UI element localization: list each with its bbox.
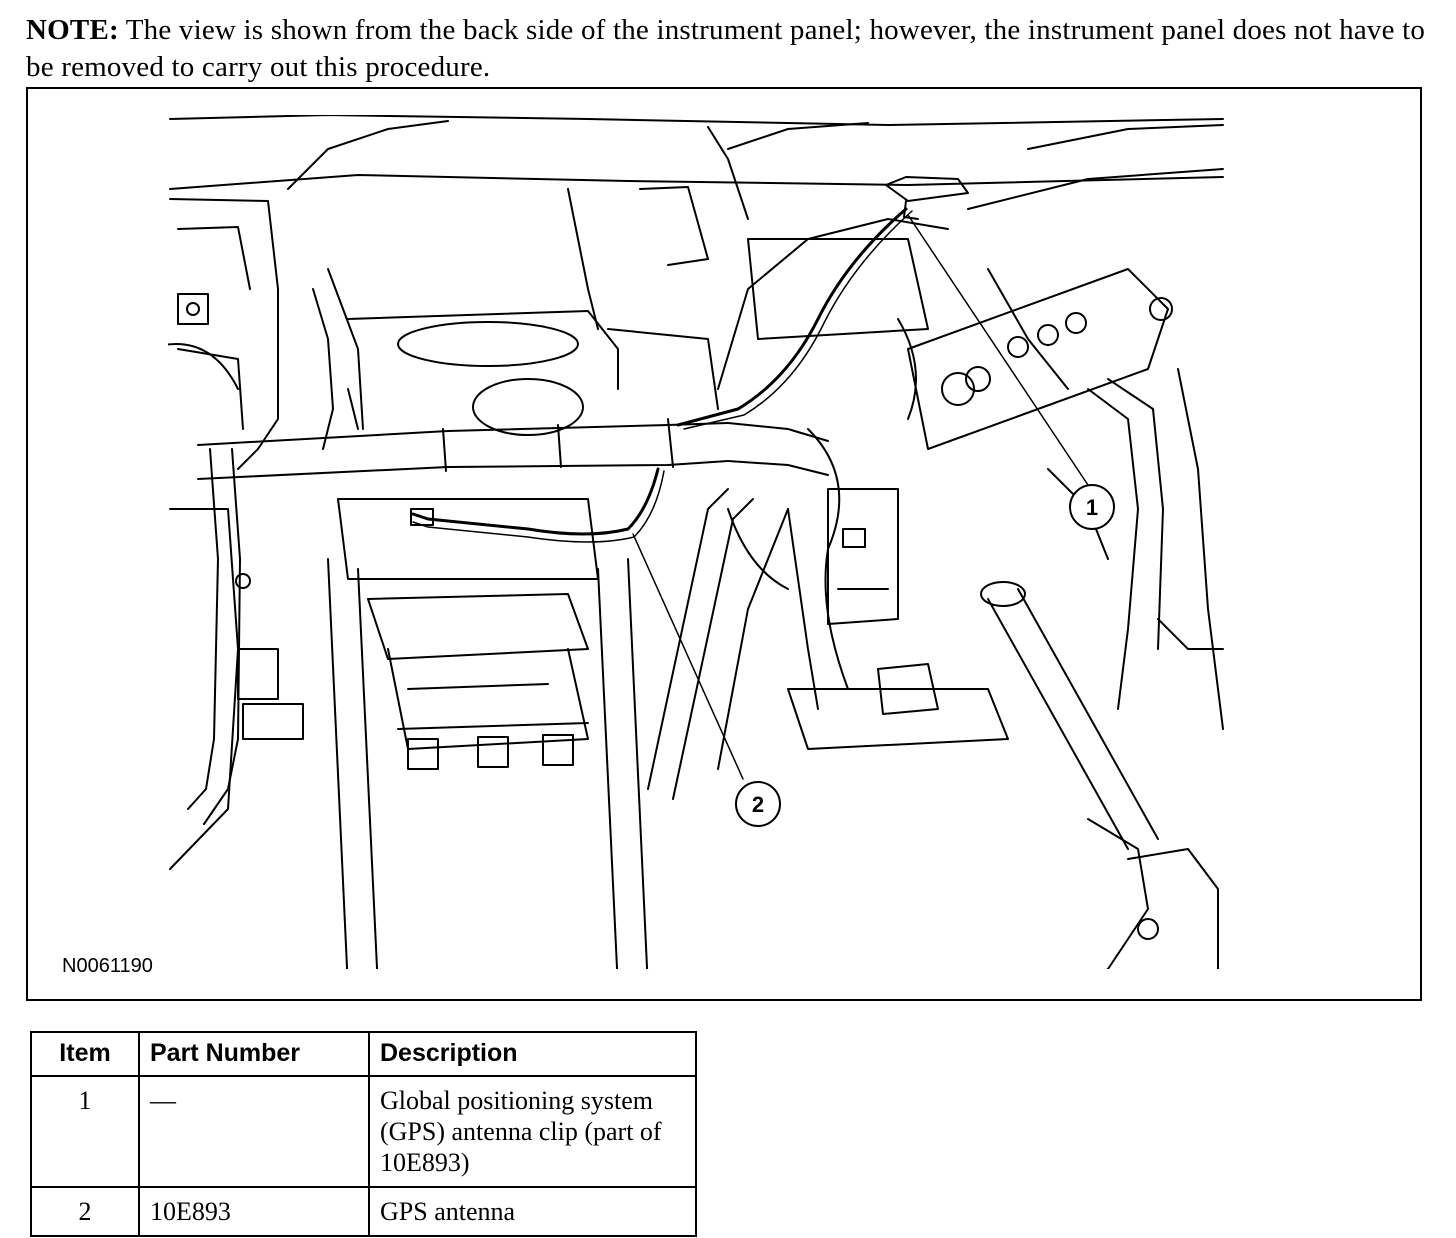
row-item: 2	[30, 1186, 140, 1237]
figure-code: N0061190	[62, 955, 153, 977]
dash-structure	[147, 114, 1224, 990]
callout-1-label: 1	[1086, 495, 1098, 520]
parts-table: Item Part Number Description 1 — Global …	[30, 1031, 697, 1237]
header-description: Description	[368, 1031, 697, 1077]
row-description: GPS antenna	[368, 1186, 697, 1237]
callout-leaders	[632, 214, 1089, 780]
row-item: 1	[30, 1075, 140, 1188]
row-description: Global positioning system (GPS) antenna …	[368, 1075, 697, 1188]
callout-2: 2	[735, 781, 781, 827]
table-row: 1 — Global positioning system (GPS) ante…	[30, 1075, 697, 1188]
table-header-row: Item Part Number Description	[30, 1031, 697, 1077]
instrument-panel-illustration: 1 2 N0061190	[26, 87, 1422, 1001]
row-part-number: 10E893	[138, 1186, 370, 1237]
header-item: Item	[30, 1031, 140, 1077]
note-text: The view is shown from the back side of …	[26, 14, 1426, 83]
line-drawing: 1 2	[28, 89, 1420, 999]
note-label: NOTE:	[26, 14, 119, 46]
header-part-number: Part Number	[138, 1031, 370, 1077]
row-part-number: —	[138, 1075, 370, 1188]
callout-1: 1	[1069, 484, 1115, 530]
callout-2-label: 2	[752, 792, 764, 817]
procedure-note: NOTE: The view is shown from the back si…	[26, 12, 1426, 86]
table-row: 2 10E893 GPS antenna	[30, 1186, 697, 1237]
